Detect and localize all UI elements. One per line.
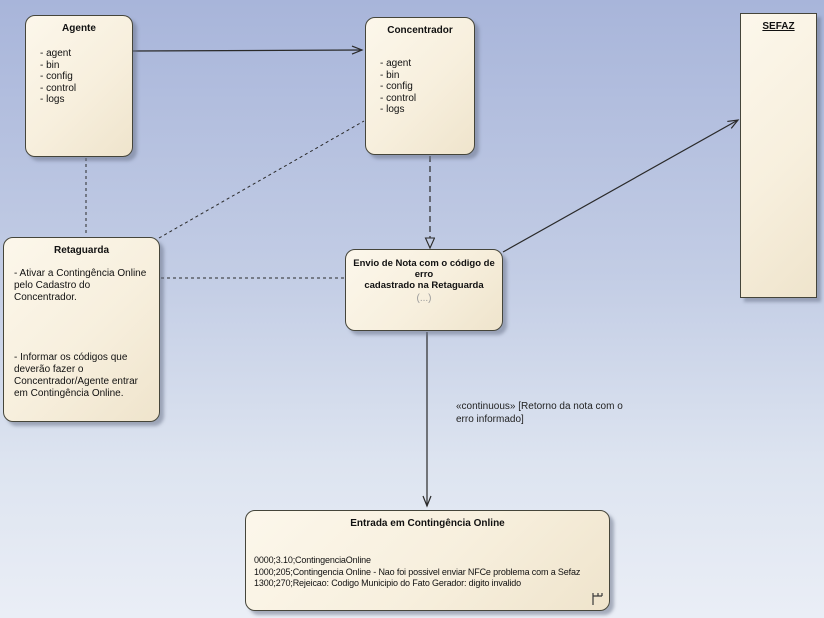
connector-agente-to-concentrador[interactable] <box>132 45 364 55</box>
node-sefaz-title: SEFAZ <box>762 21 795 32</box>
node-entrada-title: Entrada em Contingência Online <box>350 518 505 529</box>
connector-envio-to-sefaz[interactable] <box>502 119 740 253</box>
node-retaguarda-text-1: - Ativar a Contingência Online pelo Cada… <box>14 268 147 303</box>
node-agente-title: Agente <box>62 23 96 34</box>
node-concentrador-items: - agent - bin - config - control - logs <box>380 58 417 115</box>
node-envio[interactable]: Envio de Nota com o código de erro cadas… <box>345 249 503 331</box>
node-concentrador-title: Concentrador <box>387 25 453 36</box>
node-entrada-code-lines: 0000;3.10;ContingenciaOnline 1000;205;Co… <box>254 555 581 589</box>
node-envio-title: Envio de Nota com o código de erro cadas… <box>353 258 495 291</box>
connector-retaguarda-to-concentrador[interactable] <box>158 120 365 239</box>
node-retaguarda[interactable]: Retaguarda - Ativar a Contingência Onlin… <box>3 237 160 422</box>
composite-structure-icon <box>592 593 603 605</box>
node-concentrador[interactable]: Concentrador - agent - bin - config - co… <box>365 17 475 155</box>
connector-label-continuous[interactable]: «continuous» [Retorno da nota com o erro… <box>456 401 623 425</box>
node-entrada[interactable]: Entrada em Contingência Online 0000;3.10… <box>245 510 610 611</box>
node-retaguarda-text-2: - Informar os códigos que deverão fazer … <box>14 352 138 399</box>
node-sefaz[interactable]: SEFAZ <box>740 13 817 298</box>
node-envio-ellipsis: (...) <box>416 293 432 304</box>
node-agente[interactable]: Agente - agent - bin - config - control … <box>25 15 133 157</box>
node-retaguarda-title: Retaguarda <box>53 245 109 256</box>
node-agente-items: - agent - bin - config - control - logs <box>40 48 77 105</box>
